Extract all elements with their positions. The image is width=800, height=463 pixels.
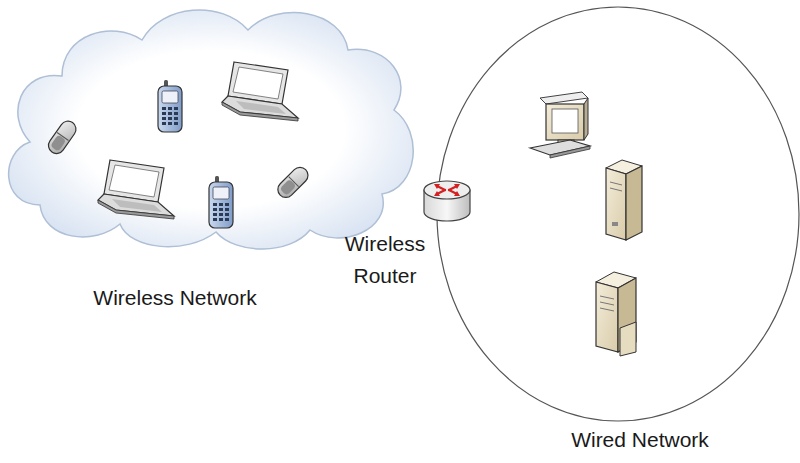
node-label: Wireless Router (328, 228, 442, 292)
node-label: Wired Network (570, 424, 710, 456)
wired-network-ellipse: Wired Network (430, 0, 800, 463)
label-box: Wireless Network (92, 282, 258, 314)
label-box: Wired Network (570, 424, 710, 456)
server-tower (606, 160, 642, 240)
server-tower (596, 272, 636, 356)
node-label: Wireless Network (92, 282, 258, 314)
label-box: Wireless Router (328, 228, 442, 292)
ellipse-outline (430, 0, 800, 463)
router-node: Wireless Router (320, 170, 470, 300)
router-icon (424, 181, 470, 221)
desktop-computer (530, 92, 590, 158)
